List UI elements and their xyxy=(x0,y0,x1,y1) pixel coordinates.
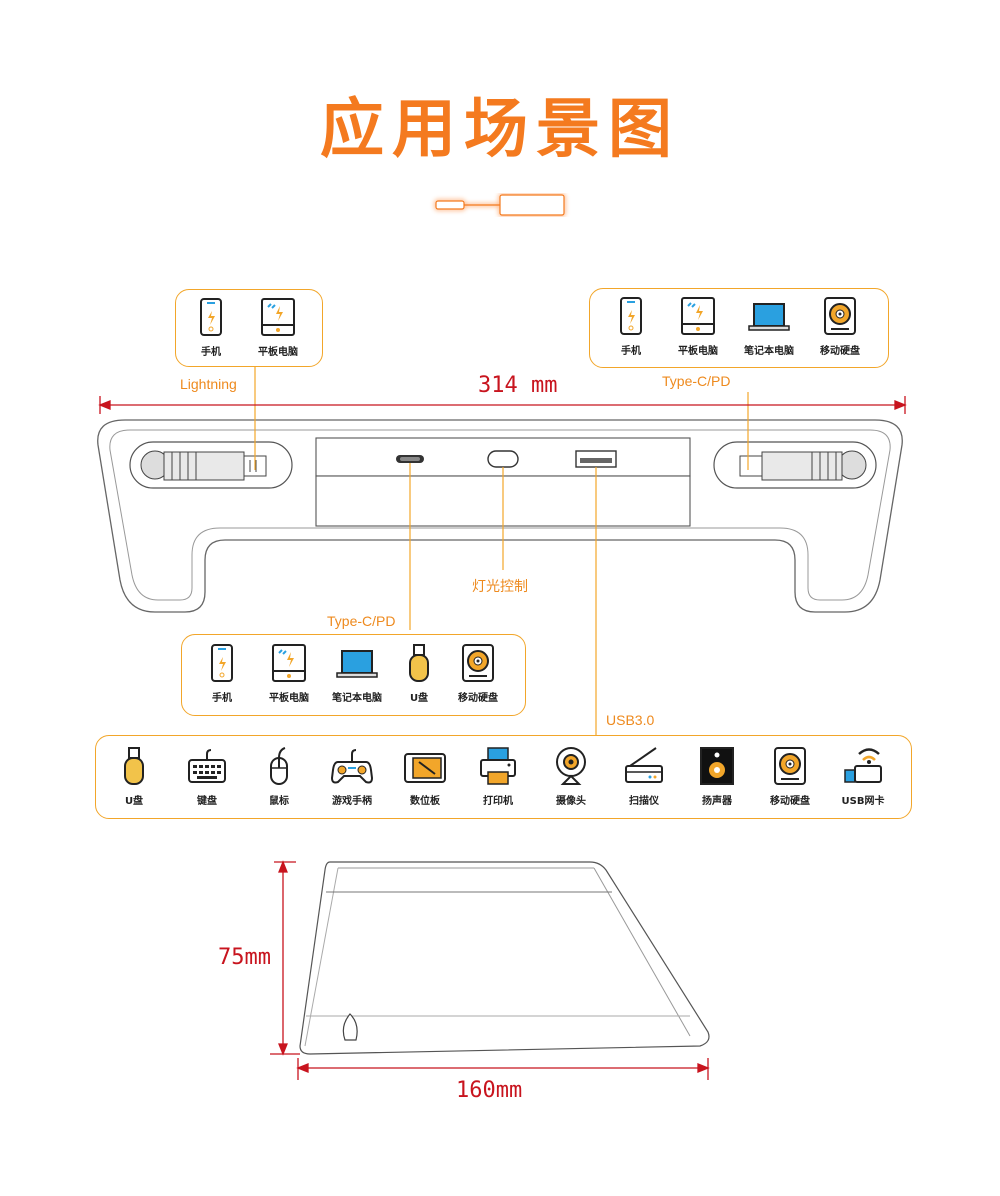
usb-wifi-icon xyxy=(843,746,883,786)
device-laptop: 笔记本电脑 xyxy=(739,296,799,357)
device-laptop: 笔记本电脑 xyxy=(327,643,387,704)
printer-icon xyxy=(478,746,518,786)
gamepad-icon xyxy=(330,746,374,786)
device-keyboard: 键盘 xyxy=(177,746,237,807)
depth-dimension: 160mm xyxy=(456,1078,523,1103)
hdd-icon xyxy=(458,643,498,683)
device-scanner: 扫描仪 xyxy=(614,746,674,807)
device-phone: 手机 xyxy=(192,643,252,704)
phone-icon xyxy=(611,296,651,336)
webcam-icon xyxy=(551,746,591,786)
laptop-icon xyxy=(336,643,378,683)
device-hdd: 移动硬盘 xyxy=(810,296,870,357)
device-speaker: 扬声器 xyxy=(687,746,747,807)
usb-stick-icon xyxy=(399,643,439,683)
usb-stick-icon xyxy=(114,746,154,786)
typec-right-device-box: 手机 平板电脑 笔记本电脑 移动硬盘 xyxy=(589,288,889,368)
device-printer: 打印机 xyxy=(468,746,528,807)
device-drawing-tablet: 数位板 xyxy=(395,746,455,807)
device-webcam: 摄像头 xyxy=(541,746,601,807)
mouse-icon xyxy=(259,746,299,786)
phone-icon xyxy=(191,297,231,337)
device-phone: 手机 xyxy=(601,296,661,357)
device-usb-wifi: USB网卡 xyxy=(833,746,893,807)
device-tablet: 平板电脑 xyxy=(668,296,728,357)
typec-top-label: Type-C/PD xyxy=(662,373,731,389)
light-control-label: 灯光控制 xyxy=(472,578,528,594)
device-hdd: 移动硬盘 xyxy=(448,643,508,704)
usb3-label: USB3.0 xyxy=(606,712,655,728)
device-tablet: 平板电脑 xyxy=(248,297,308,358)
lightning-device-box: 手机 平板电脑 xyxy=(175,289,323,367)
light-button-icon xyxy=(487,450,519,468)
tablet-icon xyxy=(258,297,298,337)
lightning-label: Lightning xyxy=(180,376,237,392)
page-title: 应用场景图 xyxy=(320,93,680,167)
typec-mid-label: Type-C/PD xyxy=(327,613,396,629)
device-hdd: 移动硬盘 xyxy=(760,746,820,807)
speaker-icon xyxy=(697,746,737,786)
height-dimension: 75mm xyxy=(218,945,271,970)
lightning-cable-icon xyxy=(140,450,267,481)
device-mouse: 鼠标 xyxy=(249,746,309,807)
usb3-device-box: U盘 键盘 鼠标 游戏手柄 数位板 打印机 摄像头 扫描仪 扬声器 移动硬盘 U… xyxy=(95,735,912,819)
device-gamepad: 游戏手柄 xyxy=(322,746,382,807)
device-usb-stick: U盘 xyxy=(389,643,449,704)
device-usb-stick: U盘 xyxy=(104,746,164,807)
tablet-icon xyxy=(678,296,718,336)
cable-ornament-icon xyxy=(434,193,566,217)
drawing-tablet-icon xyxy=(404,746,446,786)
width-dimension: 314 mm xyxy=(478,373,558,398)
phone-icon xyxy=(202,643,242,683)
device-phone: 手机 xyxy=(181,297,241,358)
device-side-view xyxy=(270,860,710,1080)
scanner-icon xyxy=(624,746,664,786)
typec-mid-device-box: 手机 平板电脑 笔记本电脑 U盘 移动硬盘 xyxy=(181,634,526,716)
device-top-view xyxy=(97,365,907,735)
hdd-icon xyxy=(820,296,860,336)
keyboard-icon xyxy=(187,746,227,786)
typec-cable-icon xyxy=(739,450,867,481)
hdd-icon xyxy=(770,746,810,786)
laptop-icon xyxy=(748,296,790,336)
device-tablet: 平板电脑 xyxy=(259,643,319,704)
tablet-icon xyxy=(269,643,309,683)
